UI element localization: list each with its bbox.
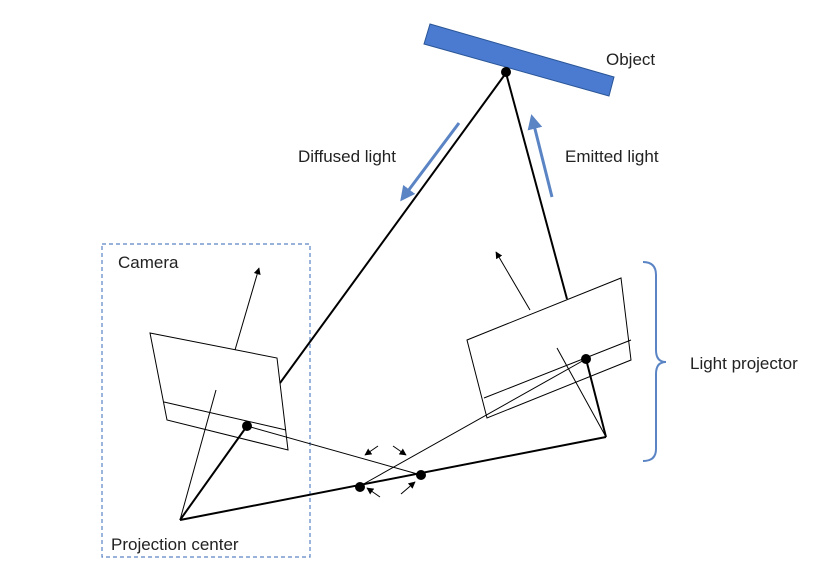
projector-axis-arrow: [495, 251, 531, 311]
camera-axis-arrow: [234, 267, 261, 351]
emitted-light-label: Emitted light: [565, 147, 659, 166]
epipole-arrow-1: [364, 445, 379, 456]
projector-ray-thick: [585, 358, 607, 438]
object-point: [501, 67, 511, 77]
diffused-ray: [279, 72, 507, 384]
camera-ray-thin: [179, 389, 217, 521]
projector-plane-divider: [483, 339, 632, 399]
diffused-light-label: Diffused light: [298, 147, 396, 166]
camera-box: [101, 243, 311, 558]
baseline: [179, 436, 607, 521]
camera-image-point: [242, 421, 252, 431]
projection-center-label: Projection center: [111, 535, 239, 554]
diffused-light-arrow: [400, 122, 461, 202]
epipole-arrow-3: [366, 487, 381, 498]
projector-image-plane: [466, 277, 632, 419]
epipole-arrow-2: [392, 445, 407, 456]
epipolar-line-projector: [359, 358, 587, 487]
object-label: Object: [606, 50, 655, 69]
projector-image-point: [581, 354, 591, 364]
epipole-arrow-4: [400, 481, 416, 495]
light-projector-label: Light projector: [690, 354, 798, 373]
camera-epipole: [355, 482, 365, 492]
camera-image-plane: [149, 332, 289, 451]
object-bar: [423, 23, 615, 97]
projector-bracket: [642, 261, 667, 462]
camera-label: Camera: [118, 253, 179, 272]
camera-plane-divider: [163, 401, 287, 431]
projector-ray-thin: [556, 347, 607, 438]
emitted-ray: [505, 72, 568, 300]
epipolar-line-camera: [246, 425, 422, 476]
projector-epipole: [416, 470, 426, 480]
emitted-light-arrow: [527, 114, 554, 198]
camera-ray-thick: [179, 425, 248, 521]
